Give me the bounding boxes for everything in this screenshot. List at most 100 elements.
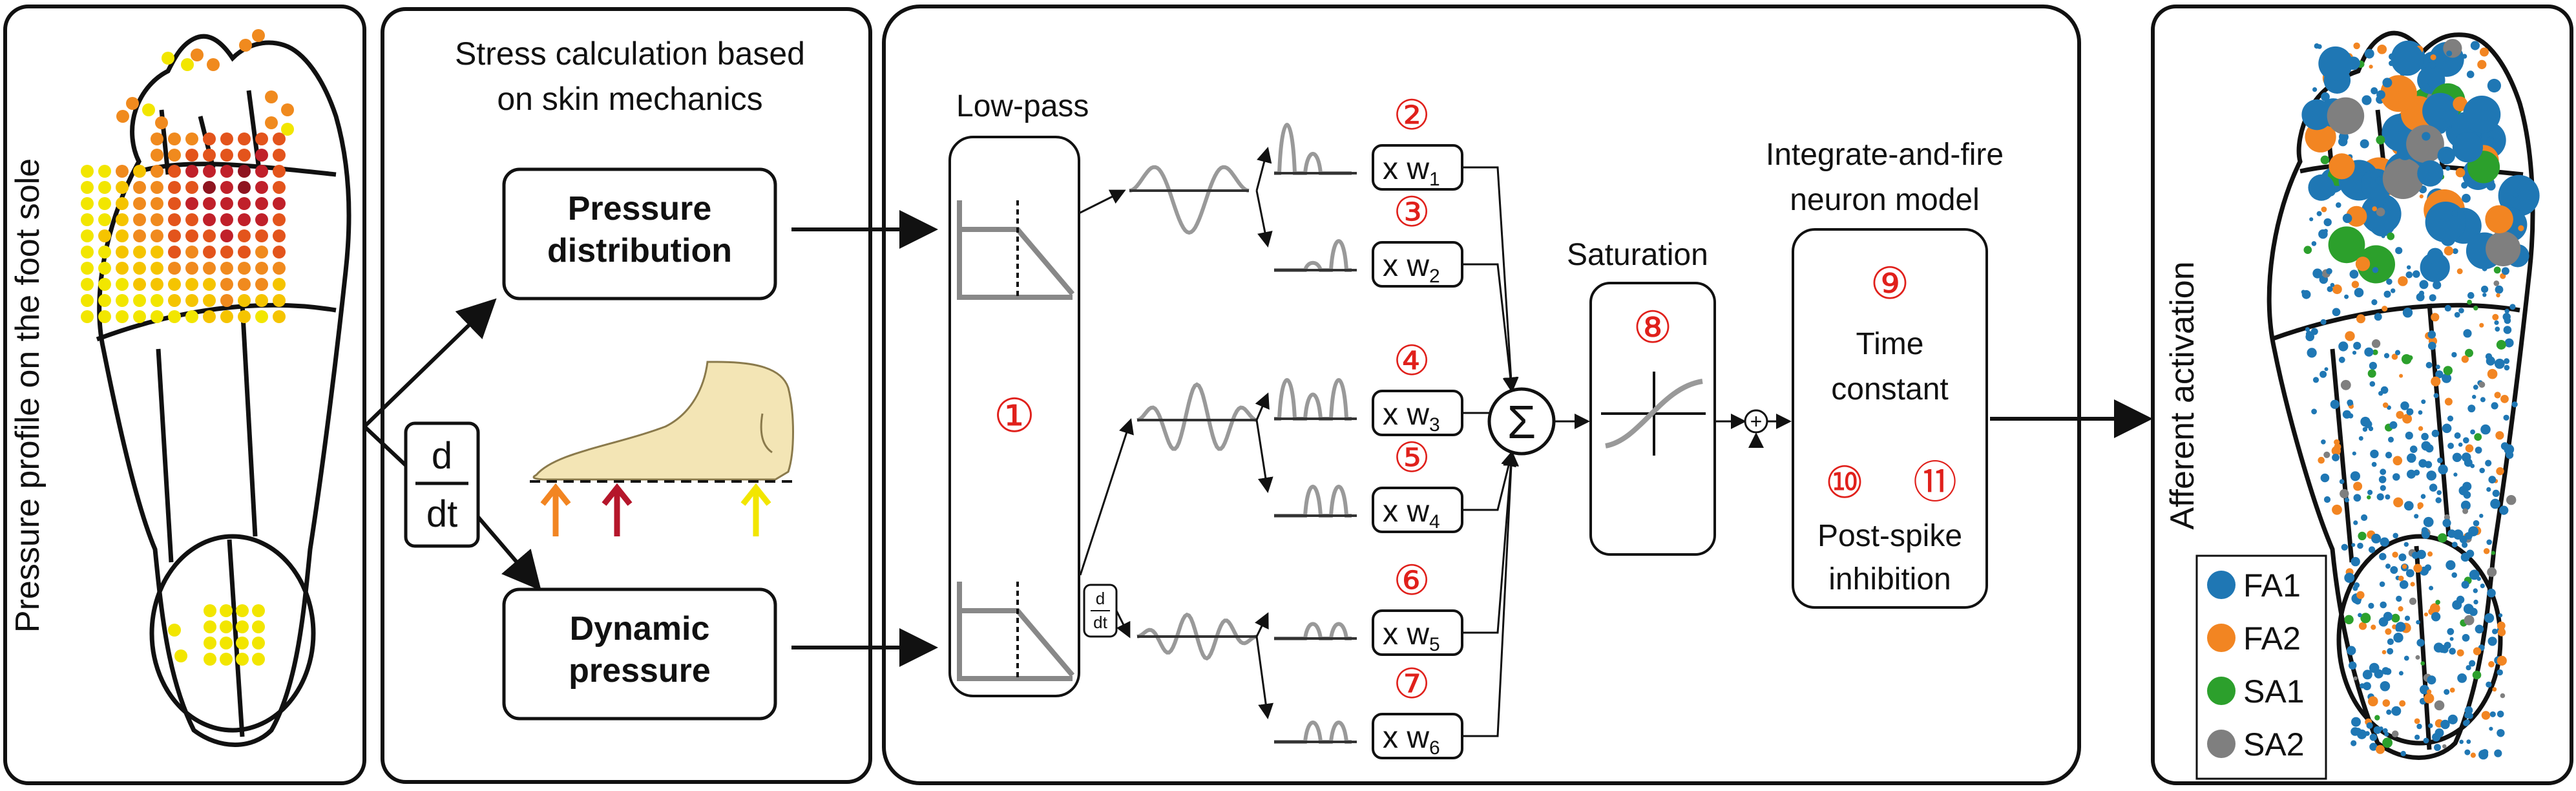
if-time-line1: Time — [1856, 327, 1924, 361]
afferent-dot — [2444, 304, 2451, 312]
pressure-dot — [98, 294, 111, 307]
afferent-dot — [2480, 397, 2486, 403]
afferent-dot — [2376, 135, 2385, 145]
pressure-dot — [191, 48, 204, 61]
afferent-dot — [2402, 414, 2413, 424]
pressure-dot — [273, 165, 286, 178]
afferent-dot — [2362, 427, 2368, 432]
afferent-dot — [2380, 469, 2387, 476]
pressure-dot — [265, 116, 278, 129]
pressure-dot — [220, 165, 233, 178]
panel2-title-line2: on skin mechanics — [497, 81, 762, 117]
afferent-dot — [2425, 461, 2433, 469]
afferent-dot — [2327, 97, 2365, 135]
afferent-dot — [2443, 39, 2462, 58]
afferent-dot — [2422, 531, 2430, 539]
afferent-dot — [2318, 229, 2328, 239]
arrow-yellow-icon — [740, 483, 771, 536]
afferent-dot — [2492, 687, 2497, 692]
afferent-dot — [2449, 637, 2454, 641]
pressure-dot — [273, 197, 286, 210]
weight-to-sum-line — [1462, 166, 1519, 393]
afferent-dot — [2491, 551, 2495, 555]
afferent-dot — [2320, 473, 2330, 483]
pressure-dot — [151, 197, 163, 210]
afferent-dot — [2480, 47, 2489, 57]
pressure-dot — [273, 246, 286, 258]
pressure-dot — [273, 149, 286, 162]
afferent-dot — [2356, 314, 2365, 324]
afferent-dot — [2332, 308, 2341, 317]
afferent-dot — [2458, 442, 2463, 447]
pressure-dot — [98, 310, 111, 323]
afferent-dot — [2312, 377, 2319, 383]
afferent-dot — [2495, 285, 2504, 294]
rectified-wave — [1274, 721, 1352, 744]
pressure-dot — [203, 246, 216, 258]
afferent-dot — [2358, 622, 2367, 630]
pressure-dot — [252, 29, 265, 42]
afferent-dot — [2486, 539, 2492, 545]
afferent-dot — [2382, 402, 2389, 408]
afferent-dot — [2461, 452, 2471, 462]
afferent-dot — [2463, 437, 2469, 444]
afferent-dot — [2380, 601, 2387, 609]
pressure-dot — [81, 294, 94, 307]
afferent-dot — [2391, 730, 2399, 737]
afferent-dot — [2463, 329, 2472, 338]
pressure-dot — [255, 310, 268, 323]
afferent-dot — [2323, 496, 2331, 503]
weight-label: x w2 — [1383, 249, 1440, 287]
afferent-dot — [2382, 737, 2393, 748]
afferent-dot — [2394, 350, 2401, 355]
weight-number: ③ — [1393, 189, 1430, 235]
afferent-dot — [2419, 194, 2424, 198]
afferent-dot — [2463, 96, 2501, 134]
afferent-dot — [2398, 276, 2408, 286]
pressure-dot — [133, 246, 146, 258]
afferent-dot — [2478, 381, 2486, 388]
pressure-dot — [203, 165, 216, 178]
afferent-dot — [2486, 181, 2496, 191]
afferent-dot — [2387, 638, 2394, 646]
derivative-bottom: dt — [426, 493, 457, 535]
afferent-dot — [2372, 206, 2377, 211]
afferent-dot — [2403, 655, 2409, 661]
afferent-dot — [2462, 481, 2472, 491]
afferent-dot — [2310, 328, 2318, 335]
pressure-dot — [238, 132, 251, 145]
pressure-dot — [203, 278, 216, 291]
pressure-dot — [203, 310, 216, 323]
afferent-dot — [2417, 160, 2444, 187]
afferent-dot — [2398, 671, 2403, 676]
afferent-dot — [2492, 489, 2500, 498]
afferent-dot — [2383, 611, 2393, 622]
afferent-dot — [2370, 449, 2379, 459]
pressure-dot — [168, 149, 181, 162]
rectified-wave — [1274, 123, 1352, 175]
afferent-dot — [2442, 373, 2452, 383]
afferent-dot — [2456, 595, 2465, 604]
pressure-dot — [273, 278, 286, 291]
afferent-dot — [2358, 613, 2362, 618]
pressure-dot — [185, 229, 198, 242]
afferent-dot — [2475, 624, 2484, 634]
afferent-dot — [2486, 231, 2521, 267]
afferent-dot — [2382, 306, 2388, 312]
pressure-dot — [255, 246, 268, 258]
pressure-dot — [238, 294, 251, 307]
pressure-dot — [168, 132, 181, 145]
afferent-dot — [2435, 497, 2442, 503]
afferent-dot — [2423, 737, 2429, 744]
afferent-dot — [2482, 266, 2487, 271]
afferent-dot — [2495, 431, 2504, 440]
afferent-dot — [2473, 647, 2482, 655]
afferent-dot — [2382, 728, 2388, 733]
afferent-dot — [2424, 612, 2429, 617]
pressure-dot — [220, 604, 233, 617]
legend-label: FA1 — [2243, 567, 2301, 604]
afferent-dot — [2376, 493, 2384, 501]
afferent-dot — [2479, 322, 2484, 328]
afferent-dot — [2509, 304, 2516, 310]
afferent-dot — [2417, 502, 2424, 509]
